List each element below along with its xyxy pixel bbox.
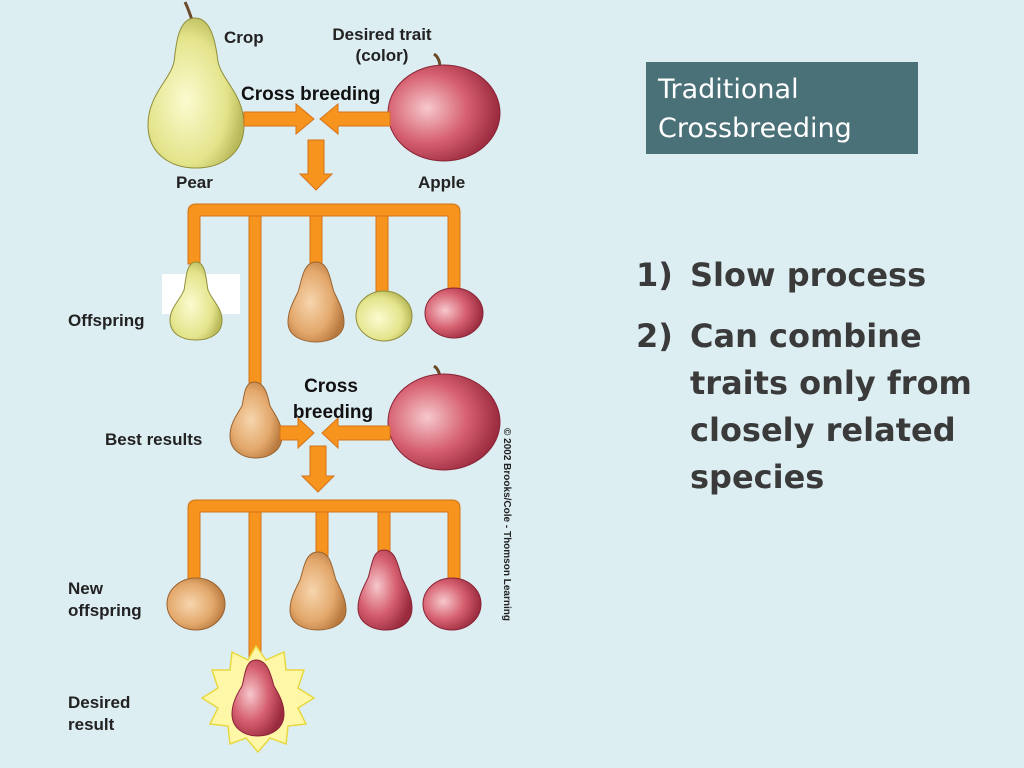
bullet-list: 1) Slow process 2) Can combine traits on…	[636, 252, 976, 515]
new-offspring-apple-tan	[166, 577, 226, 631]
label-desired-result-line2: result	[68, 715, 115, 734]
label-cross-breeding-2-line1: Cross	[304, 376, 358, 397]
offspring-pear-yellow	[169, 261, 223, 341]
bullet-number: 1)	[636, 256, 673, 294]
cross-arrows-second	[279, 416, 391, 493]
bullet-text: Can combine traits only from closely rel…	[690, 317, 972, 496]
label-new-offspring-line1: New	[68, 579, 104, 598]
offspring-apple-red	[424, 287, 484, 339]
offspring-pear-tan	[287, 261, 345, 343]
offspring-apple-yellow	[355, 290, 413, 342]
cross-arrows-top	[243, 102, 391, 191]
label-desired-result-line1: Desired	[68, 693, 130, 712]
label-desired-trait-2: (color)	[356, 46, 409, 65]
slide-title: Traditional Crossbreeding	[646, 62, 918, 154]
slide-title-line1: Traditional	[658, 74, 799, 105]
crop-pear	[147, 17, 245, 169]
bullet-text: Slow process	[690, 256, 927, 294]
label-desired-trait-1: Desired trait	[332, 25, 432, 44]
label-best-results: Best results	[105, 430, 202, 449]
label-new-offspring-line2: offspring	[68, 601, 142, 620]
top-apple	[387, 64, 501, 162]
desired-result-pear	[231, 659, 285, 737]
copyright-notice: © 2002 Brooks/Cole - Thomson Learning	[501, 428, 512, 621]
best-results-pear	[229, 381, 283, 459]
second-apple	[387, 373, 501, 471]
crop-pear-stem	[183, 1, 194, 21]
new-offspring-pear-red	[357, 549, 413, 631]
label-pear: Pear	[176, 173, 213, 192]
label-offspring: Offspring	[68, 311, 145, 330]
label-apple: Apple	[418, 173, 465, 192]
label-crop: Crop	[224, 28, 264, 47]
slide-title-line2: Crossbreeding	[658, 113, 852, 144]
new-offspring-apple-red	[422, 577, 482, 631]
bullet-number: 2)	[636, 317, 673, 355]
bullet-item: 1) Slow process	[636, 252, 976, 299]
label-cross-breeding-top: Cross breeding	[241, 84, 380, 105]
bullet-item: 2) Can combine traits only from closely …	[636, 313, 976, 501]
branch-tree-bottom	[187, 499, 461, 663]
label-cross-breeding-2-line2: breeding	[293, 402, 373, 423]
branch-tree-top	[187, 203, 461, 387]
new-offspring-pear-tan	[289, 551, 347, 631]
